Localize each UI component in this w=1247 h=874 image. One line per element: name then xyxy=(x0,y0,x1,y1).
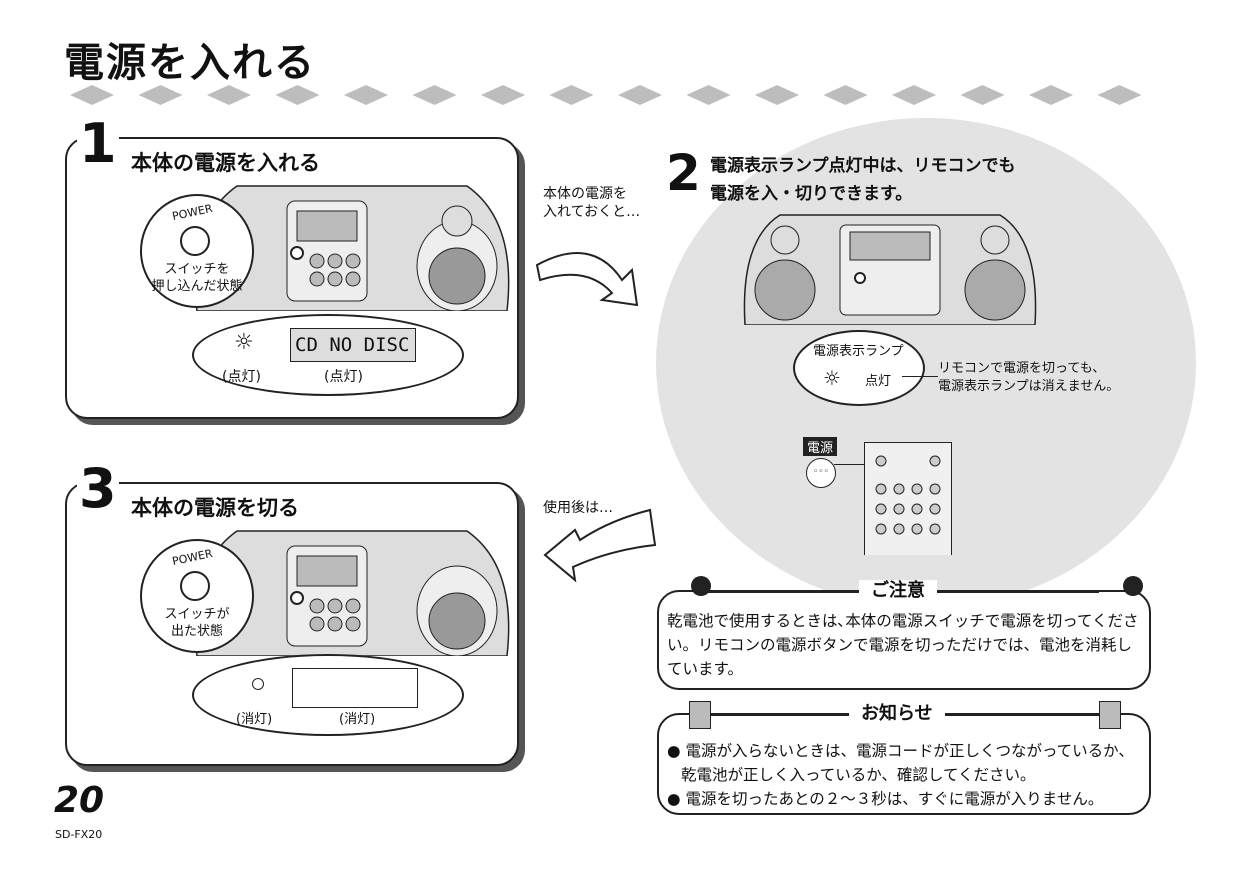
tape-icon xyxy=(689,701,711,729)
model-number: SD-FX20 xyxy=(55,828,103,841)
lamp-off-icon xyxy=(252,678,264,690)
display-callout: ☼ CD NO DISC (点灯) (点灯) xyxy=(192,314,464,396)
display-state: (点灯) xyxy=(324,369,363,385)
diamond xyxy=(755,85,799,105)
lcd-display: CD NO DISC xyxy=(290,328,416,362)
caution-heading: ご注意 xyxy=(859,580,937,602)
step2-title: 電源表示ランプ点灯中は、リモコンでも電源を入・切りできます。 xyxy=(710,156,1016,204)
notice-item: ● 電源を切ったあとの２～３秒は、すぐに電源が入りません。 xyxy=(667,790,1104,808)
leader-line xyxy=(902,376,938,377)
leader-line xyxy=(834,464,874,465)
lamp-on-icon: ☼ xyxy=(823,366,841,390)
switch-caption: 押し込んだ状態 xyxy=(151,279,243,294)
diamond xyxy=(481,85,525,105)
lamp-callout: 電源表示ランプ ☼ 点灯 xyxy=(793,330,925,406)
curved-arrow-left-icon xyxy=(543,508,657,583)
lamp-state: (消灯) xyxy=(236,712,273,727)
switch-caption: スイッチが xyxy=(164,607,230,622)
diamond xyxy=(823,85,868,105)
lamp-on-icon: ☼ xyxy=(234,330,254,355)
pin-icon xyxy=(1123,576,1143,596)
diamond xyxy=(70,85,114,105)
power-switch-callout: POWER スイッチを 押し込んだ状態 xyxy=(140,194,254,308)
power-label: POWER xyxy=(171,546,214,569)
notice-box: お知らせ ● 電源が入らないときは、電源コードが正しくつながっているか、乾電池が… xyxy=(657,701,1151,815)
remote-control-illustration xyxy=(864,442,952,555)
curved-arrow-right-icon xyxy=(535,252,639,307)
diamond xyxy=(960,85,1005,105)
page-number: 20 xyxy=(54,780,105,821)
lamp-label: 電源表示ランプ xyxy=(813,344,904,359)
arrow1-caption: 本体の電源を入れておくと… xyxy=(543,186,641,220)
pin-icon xyxy=(691,576,711,596)
remote-note: リモコンで電源を切っても、電源表示ランプは消えません。 xyxy=(938,361,1120,394)
diamond xyxy=(207,85,251,105)
boombox-illustration xyxy=(743,214,1037,325)
step-number: 1 xyxy=(77,112,119,175)
switch-caption: スイッチを xyxy=(164,262,230,277)
diamond xyxy=(686,85,731,105)
display-state: (消灯) xyxy=(339,712,376,727)
caution-box: ご注意 乾電池で使用するときは､本体の電源スイッチで電源を切ってください。リモコ… xyxy=(657,576,1151,690)
step-number: 2 xyxy=(666,144,701,202)
arrow2-caption: 使用後は… xyxy=(543,500,613,516)
boombox-illustration xyxy=(194,530,510,656)
step3-panel: 3 本体の電源を切る POWER スイッチが 出た状態 (消灯) (消灯) xyxy=(65,462,519,766)
step-title: 本体の電源を切る xyxy=(131,496,299,520)
diamond xyxy=(344,85,388,105)
diamond xyxy=(138,85,183,105)
step-title: 本体の電源を入れる xyxy=(131,151,320,175)
diamond xyxy=(549,85,594,105)
diamond xyxy=(618,85,662,105)
power-button-icon xyxy=(180,571,210,601)
step-number: 3 xyxy=(77,457,119,520)
diamond xyxy=(1097,85,1142,105)
notice-list: ● 電源が入らないときは、電源コードが正しくつながっているか、乾電池が正しく入っ… xyxy=(665,739,1145,811)
notice-item: ● 電源が入らないときは、電源コードが正しくつながっているか、乾電池が正しく入っ… xyxy=(667,742,1134,784)
lcd-display-off xyxy=(292,668,418,708)
diamond xyxy=(892,85,936,105)
diamond-divider xyxy=(70,85,1142,105)
step1-panel: 1 本体の電源を入れる POWER スイッチを 押し込んだ状態 ☼ CD NO … xyxy=(65,117,519,419)
tape-icon xyxy=(1099,701,1121,729)
power-label: POWER xyxy=(171,201,214,224)
diamond xyxy=(412,85,457,105)
caution-text: 乾電池で使用するときは､本体の電源スイッチで電源を切ってください。リモコンの電源… xyxy=(667,612,1139,678)
boombox-illustration xyxy=(194,185,510,311)
switch-caption: 出た状態 xyxy=(170,624,223,639)
lamp-state: (点灯) xyxy=(222,369,261,385)
remote-power-label: 電源 xyxy=(803,437,838,456)
power-button-icon xyxy=(180,226,210,256)
notice-heading: お知らせ xyxy=(849,703,945,725)
lamp-state: 点灯 xyxy=(865,374,892,389)
diamond xyxy=(1029,85,1073,105)
diamond xyxy=(275,85,320,105)
page-title: 電源を入れる xyxy=(64,40,316,86)
remote-power-button[interactable]: ◦◦◦ xyxy=(806,458,836,488)
display-callout: (消灯) (消灯) xyxy=(192,654,464,736)
power-switch-callout: POWER スイッチが 出た状態 xyxy=(140,539,254,653)
